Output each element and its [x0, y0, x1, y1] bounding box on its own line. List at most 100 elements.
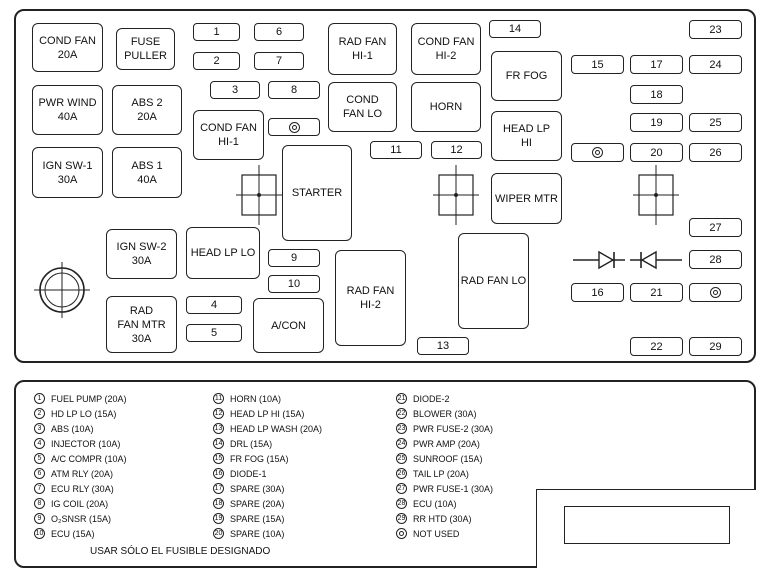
- fuse-slot-5: 5: [186, 324, 242, 342]
- legend-number-badge: 17: [213, 483, 224, 494]
- fuse-pwr-wind: PWR WIND 40A: [32, 85, 103, 135]
- relay-wiper-mtr: WIPER MTR: [491, 173, 562, 224]
- fuse-slot-17: 17: [630, 55, 683, 74]
- not-used-icon: [396, 528, 407, 539]
- fuse-ign-sw2: IGN SW-2 30A: [106, 229, 177, 279]
- legend-label: PWR FUSE-2 (30A): [413, 423, 494, 434]
- legend-label: PWR AMP (20A): [413, 438, 480, 449]
- mounting-crosshair-icon: [633, 165, 679, 225]
- legend-number-badge: 7: [34, 483, 45, 494]
- fuse-slot-13: 13: [417, 337, 469, 355]
- mounting-crosshair-icon: [433, 165, 479, 225]
- fuse-slot-6: 6: [254, 23, 304, 41]
- fuse-rad-fan-mtr: RAD FAN MTR 30A: [106, 296, 177, 353]
- legend-label: NOT USED: [413, 528, 460, 539]
- legend-label: DIODE-1: [230, 468, 267, 479]
- legend-number-badge: 26: [396, 468, 407, 479]
- legend-number-badge: 13: [213, 423, 224, 434]
- not-used-icon: [288, 121, 300, 133]
- fuse-slot-20: 20: [630, 143, 683, 162]
- legend-number-badge: 18: [213, 498, 224, 509]
- legend-label: A/C COMPR (10A): [51, 453, 127, 464]
- legend-label: SPARE (15A): [230, 513, 285, 524]
- not-used-icon: [710, 287, 721, 298]
- fuse-slot-28: 28: [689, 250, 742, 269]
- legend-number-badge: 21: [396, 393, 407, 404]
- legend-label: DRL (15A): [230, 438, 273, 449]
- fuse-slot-26: 26: [689, 143, 742, 162]
- legend-label: ABS (10A): [51, 423, 94, 434]
- legend-number-badge: 29: [396, 513, 407, 524]
- fuse-slot-not-used-c: [689, 283, 742, 302]
- legend-number-badge: 6: [34, 468, 45, 479]
- footer-note: USAR SÓLO EL FUSIBLE DESIGNADO: [90, 546, 271, 557]
- legend-number-badge: 25: [396, 453, 407, 464]
- fuse-slot-3: 3: [210, 81, 260, 99]
- legend-number-badge: 8: [34, 498, 45, 509]
- fuse-slot-27: 27: [689, 218, 742, 237]
- legend-item: 29 RR HTD (30A): [396, 513, 472, 524]
- fuse-slot-29: 29: [689, 337, 742, 356]
- legend-label: ATM RLY (20A): [51, 468, 114, 479]
- legend-number-badge: 14: [213, 438, 224, 449]
- legend-number-badge: 20: [213, 528, 224, 539]
- fuse-slot-15: 15: [571, 55, 624, 74]
- fuse-slot-not-used-b: [571, 143, 624, 162]
- fuse-slot-2: 2: [193, 52, 240, 70]
- legend-label: TAIL LP (20A): [413, 468, 469, 479]
- fuse-abs1: ABS 1 40A: [112, 147, 182, 198]
- relay-rad-fan-lo: RAD FAN LO: [458, 233, 529, 329]
- fuse-abs2: ABS 2 20A: [112, 85, 182, 135]
- fuse-slot-11: 11: [370, 141, 422, 159]
- legend-label: BLOWER (30A): [413, 408, 477, 419]
- legend-label: IG COIL (20A): [51, 498, 109, 509]
- legend-label: DIODE-2: [413, 393, 450, 404]
- fuse-slot-22: 22: [630, 337, 683, 356]
- legend-number-badge: 5: [34, 453, 45, 464]
- legend-label: FR FOG (15A): [230, 453, 289, 464]
- fuse-slot-18: 18: [630, 85, 683, 104]
- label-plate-window: [564, 506, 730, 544]
- legend-number-badge: 3: [34, 423, 45, 434]
- label-plate: [536, 489, 756, 568]
- relay-acon: A/CON: [253, 298, 324, 353]
- mounting-crosshair-icon: [236, 165, 282, 225]
- legend-item: 14 DRL (15A): [213, 438, 272, 449]
- legend-label: RR HTD (30A): [413, 513, 472, 524]
- legend-item: 8 IG COIL (20A): [34, 498, 108, 509]
- legend-label: FUEL PUMP (20A): [51, 393, 127, 404]
- fuse-slot-9: 9: [268, 249, 320, 267]
- fuse-slot-4: 4: [186, 296, 242, 314]
- legend-item: NOT USED: [396, 528, 459, 539]
- legend-number-badge: 2: [34, 408, 45, 419]
- fuse-slot-1: 1: [193, 23, 240, 41]
- legend-panel: [14, 380, 756, 568]
- legend-number-badge: 4: [34, 438, 45, 449]
- legend-item: 22 BLOWER (30A): [396, 408, 477, 419]
- legend-number-badge: 19: [213, 513, 224, 524]
- legend-item: 18 SPARE (20A): [213, 498, 284, 509]
- legend-item: 6 ATM RLY (20A): [34, 468, 113, 479]
- legend-label: SPARE (20A): [230, 498, 285, 509]
- fuse-slot-21: 21: [630, 283, 683, 302]
- relay-starter: STARTER: [282, 145, 352, 241]
- relay-fr-fog: FR FOG: [491, 51, 562, 101]
- fuse-slot-10: 10: [268, 275, 320, 293]
- fuse-slot-19: 19: [630, 113, 683, 132]
- legend-label: ECU (15A): [51, 528, 95, 539]
- fuse-slot-7: 7: [254, 52, 304, 70]
- legend-item: 3 ABS (10A): [34, 423, 94, 434]
- legend-number-badge: 22: [396, 408, 407, 419]
